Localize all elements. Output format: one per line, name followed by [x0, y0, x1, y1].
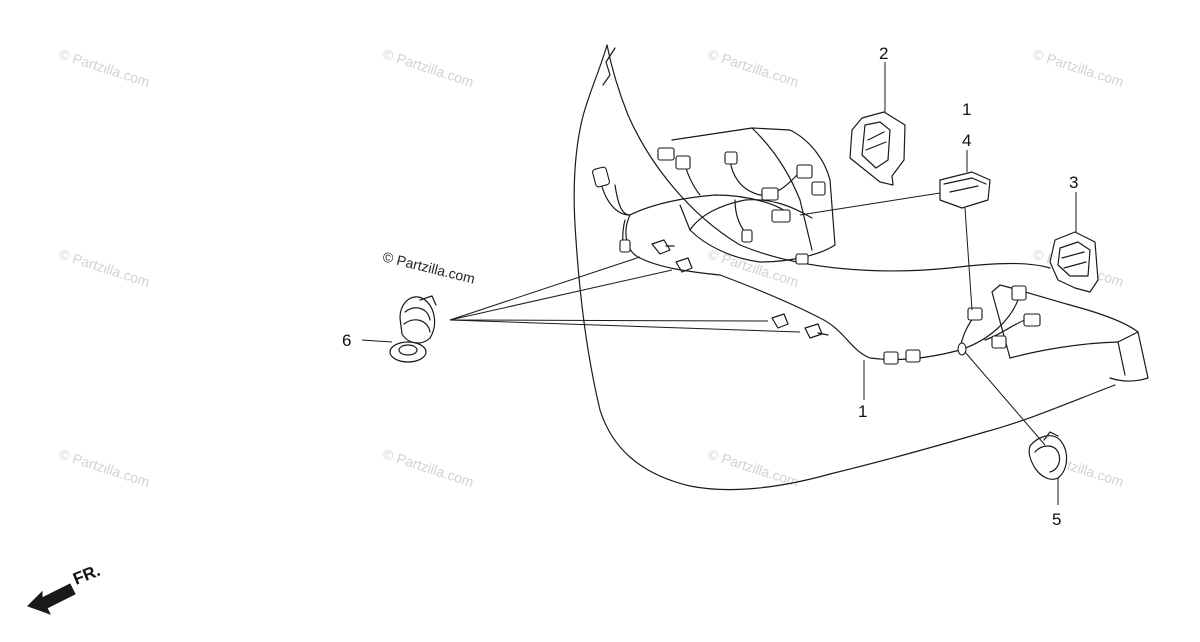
- watermark: © Partzilla.com: [57, 46, 152, 90]
- watermark: © Partzilla.com: [1031, 46, 1126, 90]
- leader-lines-part-6: [449, 256, 801, 333]
- push-clips: [651, 239, 829, 339]
- bracket-part-3: [1049, 192, 1099, 293]
- callout-5: 5: [1052, 510, 1061, 529]
- watermark: © Partzilla.com: [381, 446, 476, 490]
- watermark: © Partzilla.com: [706, 246, 801, 290]
- watermark: © Partzilla.com: [57, 446, 152, 490]
- watermark: © Partzilla.com: [706, 46, 801, 90]
- callouts: 2 1 4 3 6 1 5: [342, 44, 1078, 529]
- connector-holder-part-4: [939, 150, 991, 311]
- band-clamp-part-5: [964, 351, 1068, 505]
- watermark: © Partzilla.com: [706, 446, 801, 490]
- bracket-part-2: [849, 62, 906, 186]
- watermark: © Partzilla.com: [57, 246, 152, 290]
- callout-3: 3: [1069, 173, 1078, 192]
- callout-2: 2: [879, 44, 888, 63]
- copyright-label: © Partzilla.com: [381, 248, 476, 286]
- harness-connectors: [592, 147, 1041, 365]
- direction-label: FR.: [70, 561, 103, 589]
- harness-clip-part-6: [361, 295, 437, 363]
- watermark: © Partzilla.com: [381, 46, 476, 90]
- callout-4: 4: [962, 131, 971, 150]
- callout-1-bottom: 1: [858, 402, 867, 421]
- callout-1-top: 1: [962, 100, 971, 119]
- callout-6: 6: [342, 331, 351, 350]
- body-panel: [573, 44, 1149, 491]
- front-direction-indicator: FR.: [27, 561, 103, 615]
- direction-arrow-icon: [27, 583, 76, 615]
